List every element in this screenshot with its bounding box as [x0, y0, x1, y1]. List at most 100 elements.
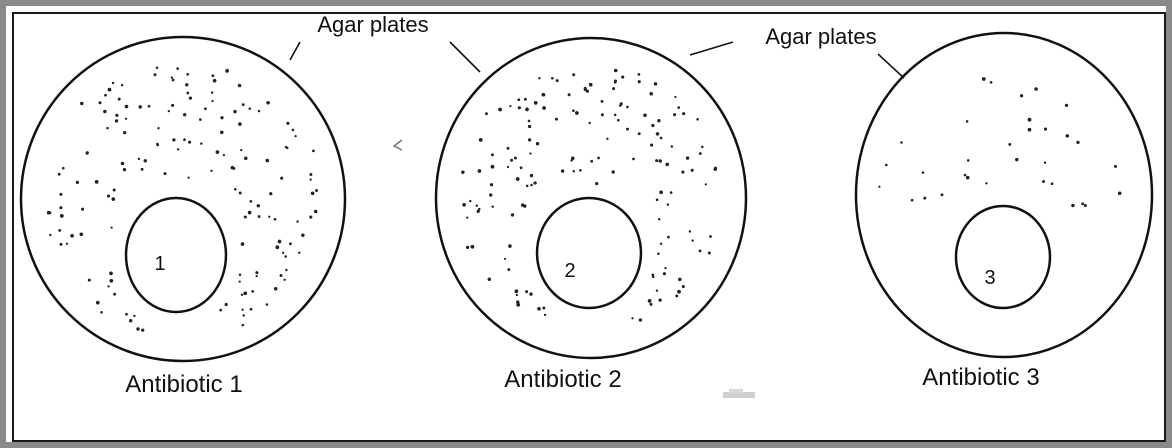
colony-dot — [489, 193, 492, 196]
colony-dot — [462, 203, 466, 207]
colony-dot — [280, 274, 283, 277]
colony-dot — [639, 318, 642, 321]
colony-dot — [115, 119, 118, 122]
callout-2-leader-left — [690, 42, 733, 55]
colony-dot — [144, 159, 147, 162]
colony-dot — [251, 290, 254, 293]
colony-dot — [212, 74, 215, 77]
colony-dot — [189, 96, 192, 99]
colony-dot — [469, 200, 471, 202]
colony-dot — [1008, 143, 1011, 146]
colony-dot — [516, 294, 518, 296]
colony-dot — [70, 234, 74, 238]
colony-dot — [249, 107, 252, 110]
colony-dot — [123, 131, 126, 134]
colony-dot — [1020, 94, 1023, 97]
plate-1-antibiotic-label: Antibiotic 1 — [125, 371, 242, 398]
colony-dot — [699, 152, 702, 155]
colony-dot — [664, 267, 666, 269]
colony-dot — [223, 154, 225, 156]
colony-dot — [530, 174, 533, 177]
colony-dot — [238, 84, 242, 88]
plate-1-disc — [126, 198, 226, 312]
colony-dot — [244, 156, 248, 160]
colony-dot — [614, 114, 617, 117]
colony-dot — [667, 203, 669, 205]
colony-dot — [1066, 134, 1069, 137]
colony-dot — [544, 314, 546, 316]
colony-dot — [88, 279, 91, 282]
colony-dot — [309, 178, 311, 180]
colony-dot — [220, 131, 223, 134]
colony-dot — [606, 138, 608, 140]
colony-dot — [923, 197, 926, 200]
colony-dot — [538, 77, 540, 79]
colony-dot — [156, 66, 159, 69]
colony-dot — [109, 279, 113, 283]
colony-dot — [298, 252, 300, 254]
colony-dot — [123, 168, 126, 171]
colony-dot — [121, 162, 125, 166]
colony-dot — [579, 169, 582, 172]
colony-dot — [239, 280, 241, 282]
colony-dot — [656, 198, 659, 201]
colony-dot — [58, 173, 61, 176]
colony-dot — [689, 230, 691, 232]
colony-dot — [1042, 180, 1045, 183]
colony-dot — [713, 168, 716, 171]
colony-dot — [964, 174, 967, 177]
colony-dot — [614, 80, 617, 83]
colony-dot — [1065, 104, 1068, 107]
colony-dot — [650, 144, 653, 147]
colony-dot — [283, 279, 285, 281]
colony-dot — [1015, 158, 1018, 161]
colony-dot — [471, 245, 475, 249]
colony-dot — [878, 186, 880, 188]
colony-dot — [520, 166, 523, 169]
colony-dot — [1044, 128, 1047, 131]
colony-dot — [673, 113, 676, 116]
colony-dot — [966, 120, 969, 123]
colony-dot — [96, 301, 100, 305]
colony-dot — [663, 272, 666, 275]
colony-dot — [990, 81, 993, 84]
plate-3-disc — [956, 206, 1050, 308]
colony-dot — [1071, 204, 1074, 207]
colony-dot — [692, 239, 694, 241]
colony-dot — [282, 252, 284, 254]
colony-dot — [107, 285, 109, 287]
colony-dot — [528, 120, 531, 123]
colony-dot — [58, 229, 61, 232]
colony-dot — [278, 240, 282, 244]
colony-dot — [238, 122, 242, 126]
colony-dot — [655, 159, 658, 162]
colony-dot — [556, 79, 559, 82]
colony-dot — [250, 200, 253, 203]
colony-dot — [466, 216, 468, 218]
colony-dot — [86, 151, 89, 154]
colony-dot — [1076, 141, 1079, 144]
plate-2-disc-label: 2 — [564, 260, 575, 282]
colony-dot — [478, 169, 482, 173]
colony-dot — [498, 108, 502, 112]
colony-dot — [200, 142, 202, 144]
colony-dot — [658, 218, 660, 220]
colony-dot — [466, 246, 469, 249]
colony-dot — [219, 309, 222, 312]
colony-dot — [638, 80, 641, 83]
colony-dot — [258, 215, 261, 218]
stray-mark — [394, 140, 402, 150]
colony-dot — [243, 291, 247, 295]
colony-dot — [529, 152, 531, 154]
colony-dot — [518, 106, 521, 109]
colony-dot — [614, 69, 618, 73]
colony-dot — [242, 103, 245, 106]
colony-dot — [233, 110, 236, 113]
colony-dot — [112, 82, 114, 84]
colony-dot — [656, 132, 660, 136]
colony-dot — [659, 190, 663, 194]
colony-dot — [529, 292, 532, 295]
colony-dot — [239, 274, 242, 277]
colony-dot — [186, 92, 189, 95]
colony-dot — [248, 211, 252, 215]
